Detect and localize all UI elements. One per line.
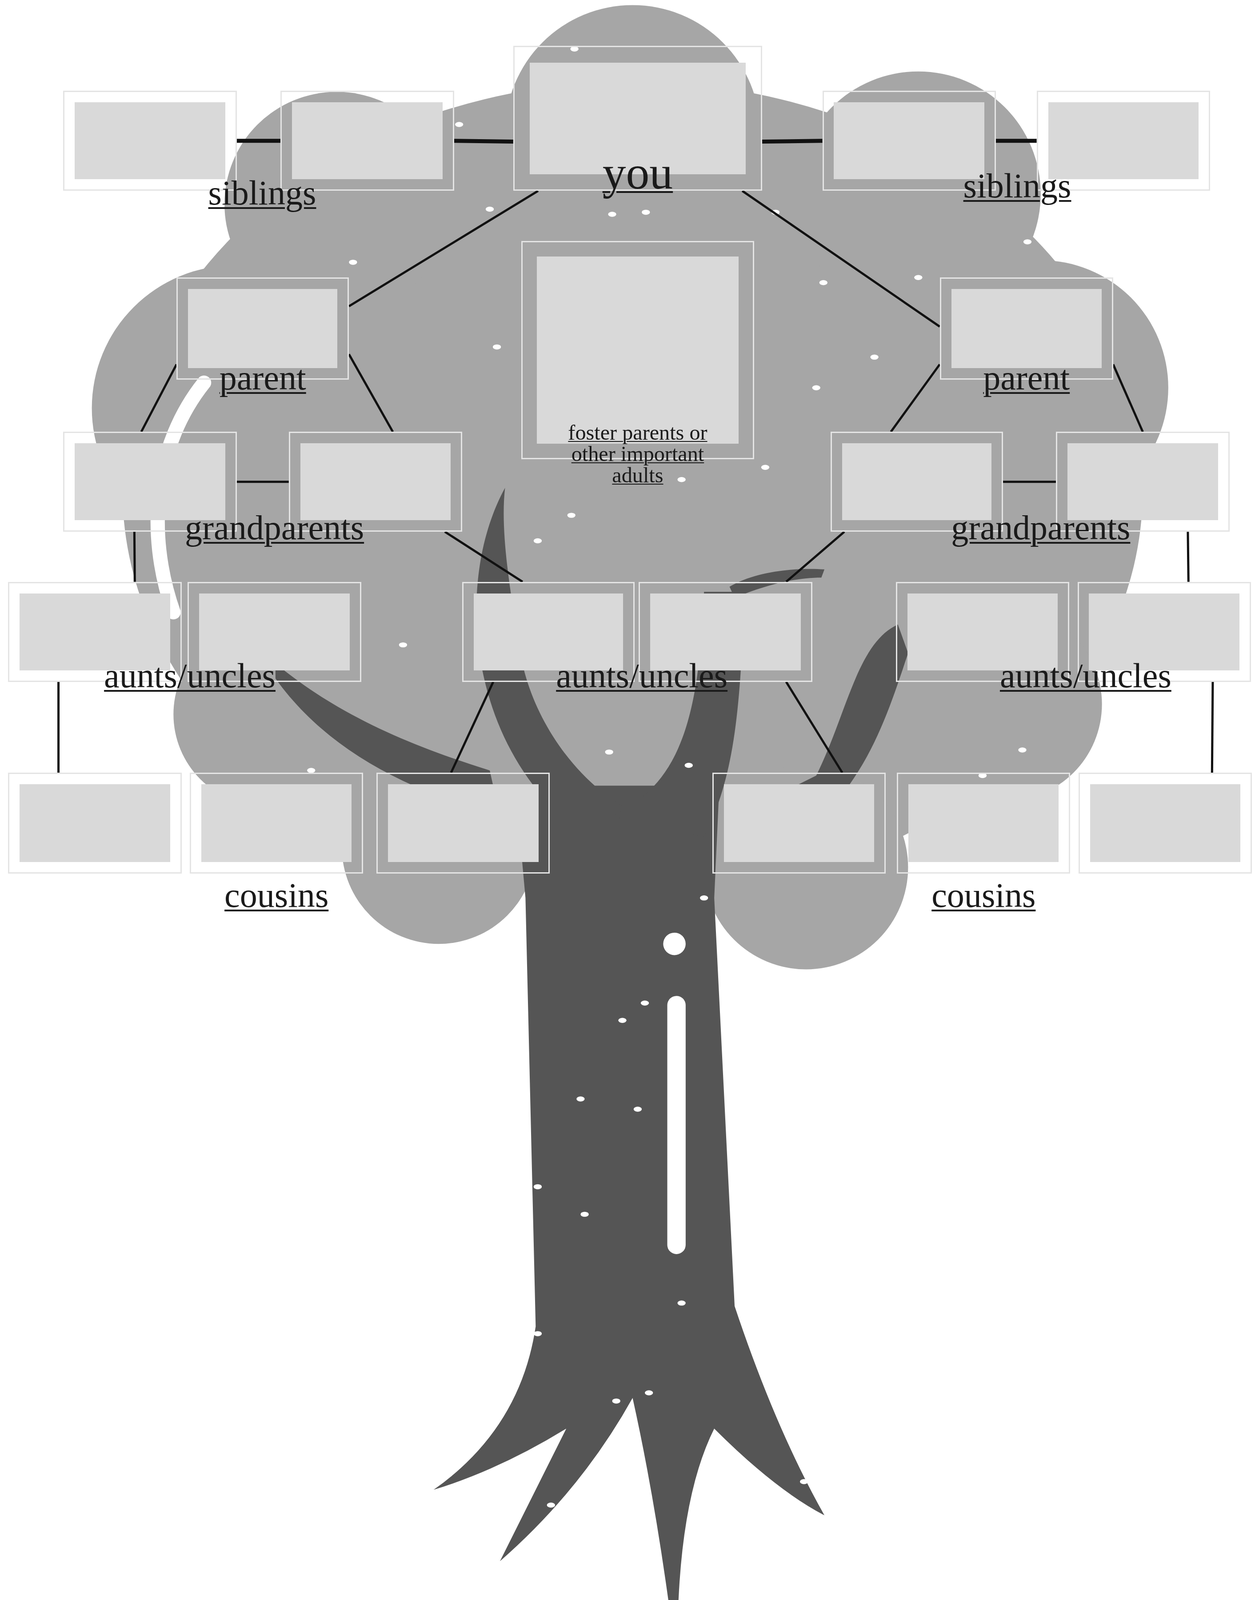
group-label: aunts/uncles xyxy=(999,658,1172,693)
group-label: siblings xyxy=(963,168,1072,204)
group-label: grandparents xyxy=(184,510,364,545)
family-line xyxy=(57,681,60,773)
group-label: siblings xyxy=(208,175,317,211)
family-box xyxy=(189,772,364,874)
tree-trunk xyxy=(275,487,908,1600)
family-line xyxy=(742,190,940,327)
family-line xyxy=(786,681,843,773)
trunk-highlight xyxy=(667,1004,686,1245)
family-line xyxy=(141,364,177,432)
family-box xyxy=(7,772,182,874)
family-box xyxy=(376,772,550,874)
box-label: parent xyxy=(219,360,307,396)
family-line xyxy=(786,531,845,582)
family-line xyxy=(995,138,1037,143)
family-line xyxy=(236,138,281,143)
group-label: grandparents xyxy=(951,510,1131,545)
family-box xyxy=(712,772,886,874)
family-line xyxy=(891,364,940,432)
family-box xyxy=(896,772,1071,874)
family-box: you xyxy=(513,45,763,191)
family-line xyxy=(762,140,823,142)
group-label: aunts/uncles xyxy=(555,658,728,693)
family-line xyxy=(1211,681,1213,773)
family-line xyxy=(236,480,289,483)
family-line xyxy=(451,681,494,773)
box-label: parent xyxy=(983,360,1070,396)
family-line xyxy=(348,190,539,306)
group-label: cousins xyxy=(224,877,329,913)
group-label: cousins xyxy=(931,877,1036,913)
box-label: you xyxy=(602,149,673,197)
family-line xyxy=(133,531,136,582)
group-label: aunts/uncles xyxy=(103,658,276,693)
family-box: parent xyxy=(176,277,349,380)
family-line xyxy=(1187,531,1189,582)
box-label: foster parents or other important adults xyxy=(544,421,732,487)
family-line xyxy=(348,354,393,432)
family-line xyxy=(454,140,514,142)
family-box: foster parents or other important adults xyxy=(521,240,754,460)
family-box: parent xyxy=(939,277,1114,380)
family-box xyxy=(1078,772,1252,874)
family-line xyxy=(1003,480,1056,483)
family-line xyxy=(1113,364,1144,432)
family-line xyxy=(444,531,523,582)
